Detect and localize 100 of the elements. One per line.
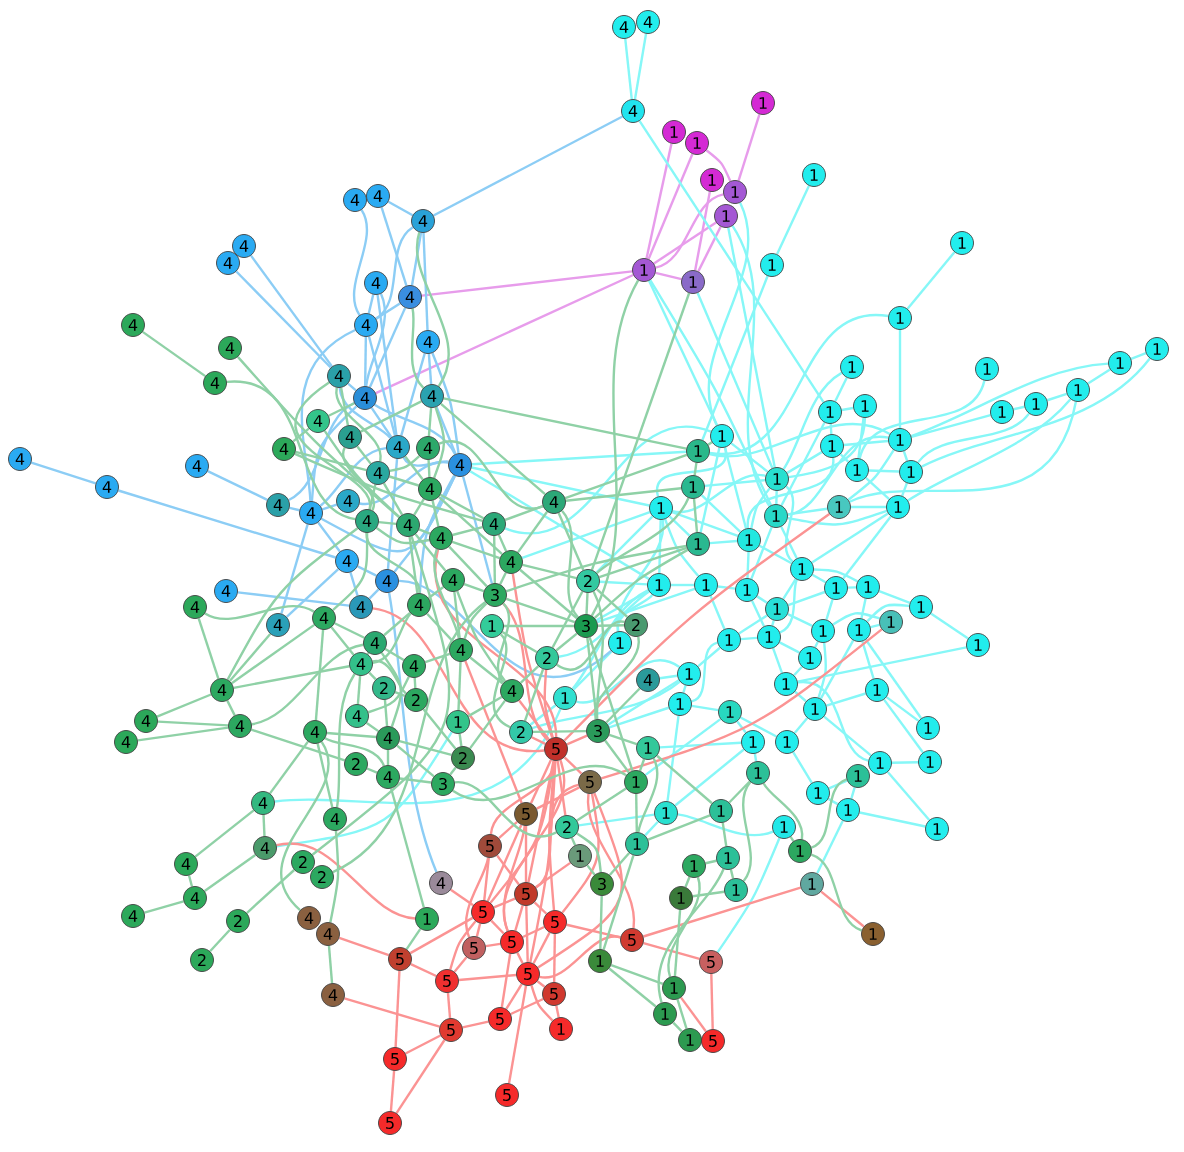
graph-node: 1 xyxy=(694,573,718,597)
graph-node: 4 xyxy=(416,436,440,460)
graph-node: 1 xyxy=(632,258,656,282)
graph-node: 1 xyxy=(827,495,851,519)
graph-node: 4 xyxy=(411,209,435,233)
graph-node: 4 xyxy=(312,606,336,630)
graph-node: 1 xyxy=(1145,337,1169,361)
graph-node: 4 xyxy=(297,906,321,930)
graph-node: 4 xyxy=(336,489,360,513)
graph-node: 3 xyxy=(431,772,455,796)
graph-node: 4 xyxy=(500,679,524,703)
graph-node: 1 xyxy=(950,231,974,255)
graph-node: 4 xyxy=(228,714,252,738)
graph-node: 4 xyxy=(95,475,119,499)
graph-node: 5 xyxy=(488,1007,512,1031)
graph-node: 1 xyxy=(918,750,942,774)
graph-node: 5 xyxy=(435,969,459,993)
graph-node: 1 xyxy=(765,597,789,621)
graph-node: 5 xyxy=(516,962,540,986)
graph-node: 5 xyxy=(439,1018,463,1042)
graph-node: 1 xyxy=(682,854,706,878)
graph-node: 4 xyxy=(8,447,32,471)
graph-node: 1 xyxy=(1066,378,1090,402)
graph-node: 1 xyxy=(861,922,885,946)
graph-node: 2 xyxy=(372,676,396,700)
graph-node: 1 xyxy=(668,692,692,716)
graph-node: 4 xyxy=(407,593,431,617)
graph-node: 1 xyxy=(847,618,871,642)
graph-node: 4 xyxy=(402,654,426,678)
graph-node: 5 xyxy=(699,950,723,974)
graph-node: 1 xyxy=(888,428,912,452)
graph-node: 4 xyxy=(216,251,240,275)
graph-node: 1 xyxy=(716,846,740,870)
graph-node: 2 xyxy=(404,688,428,712)
graph-node: 1 xyxy=(856,575,880,599)
graph-node: 2 xyxy=(344,752,368,776)
graph-node: 4 xyxy=(353,386,377,410)
graph-node: 4 xyxy=(349,652,373,676)
graph-node: 4 xyxy=(185,454,209,478)
graph-node: 1 xyxy=(553,686,577,710)
graph-node: 1 xyxy=(700,168,724,192)
graph-node: 1 xyxy=(662,120,686,144)
graph-node: 5 xyxy=(544,737,568,761)
graph-node: 4 xyxy=(253,836,277,860)
graph-node: 2 xyxy=(310,865,334,889)
graph-node: 5 xyxy=(378,1111,402,1135)
graph-node: 1 xyxy=(681,270,705,294)
graph-node: 4 xyxy=(266,613,290,637)
graph-node: 5 xyxy=(514,882,538,906)
graph-node: 5 xyxy=(620,928,644,952)
graph-node: 4 xyxy=(272,437,296,461)
graph-node: 1 xyxy=(751,91,775,115)
graph-node: 5 xyxy=(543,910,567,934)
graph-node: 4 xyxy=(612,15,636,39)
graph-node: 5 xyxy=(514,802,538,826)
graph-node: 4 xyxy=(366,184,390,208)
graph-node: 4 xyxy=(363,631,387,655)
graph-node: 4 xyxy=(364,271,388,295)
graph-node: 4 xyxy=(203,371,227,395)
graph-node: 4 xyxy=(345,704,369,728)
graph-node: 3 xyxy=(483,583,507,607)
graph-node: 4 xyxy=(321,983,345,1007)
graph-node: 1 xyxy=(899,460,923,484)
graph-node: 1 xyxy=(818,400,842,424)
graph-node: 1 xyxy=(746,761,770,785)
graph-node: 1 xyxy=(990,400,1014,424)
graph-node: 4 xyxy=(266,493,290,517)
graph-node: 1 xyxy=(724,878,748,902)
graph-node: 4 xyxy=(232,234,256,258)
graph-node: 4 xyxy=(542,490,566,514)
graph-node: 1 xyxy=(888,306,912,330)
graph-node: 1 xyxy=(798,646,822,670)
graph-node: 1 xyxy=(568,844,592,868)
graph-node: 1 xyxy=(735,578,759,602)
graph-node: 1 xyxy=(624,770,648,794)
graph-node: 4 xyxy=(429,871,453,895)
graph-node: 1 xyxy=(588,949,612,973)
graph-node: 5 xyxy=(495,1083,519,1107)
graph-node: 4 xyxy=(396,513,420,537)
graph-node: 1 xyxy=(886,495,910,519)
graph-node: 1 xyxy=(846,764,870,788)
graph-node: 2 xyxy=(226,909,250,933)
graph-node: 1 xyxy=(806,781,830,805)
graph-node: 5 xyxy=(388,947,412,971)
graph-node: 1 xyxy=(800,872,824,896)
graph-node: 4 xyxy=(183,595,207,619)
graph-node: 1 xyxy=(709,799,733,823)
graph-node: 1 xyxy=(685,131,709,155)
graph-node: 4 xyxy=(482,512,506,536)
graph-node: 1 xyxy=(966,633,990,657)
graph-node: 1 xyxy=(625,832,649,856)
graph-node: 2 xyxy=(576,569,600,593)
graph-node: 4 xyxy=(449,638,473,662)
graph-node: 3 xyxy=(586,719,610,743)
graph-node: 4 xyxy=(398,285,422,309)
graph-node: 4 xyxy=(418,477,442,501)
graph-node: 1 xyxy=(647,573,671,597)
graph-node: 4 xyxy=(343,188,367,212)
graph-node: 5 xyxy=(471,900,495,924)
graph-node: 1 xyxy=(811,619,835,643)
